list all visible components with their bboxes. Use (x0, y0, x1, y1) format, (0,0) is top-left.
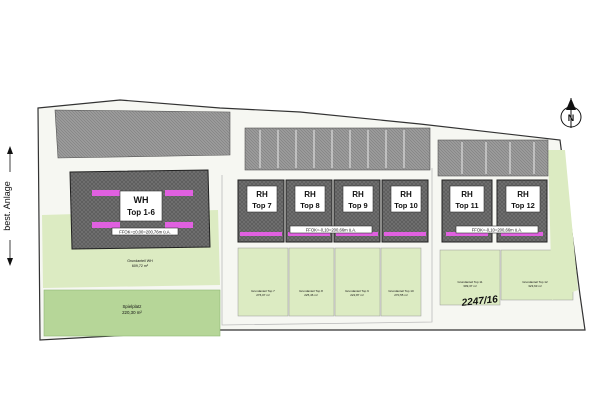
garden-top-11 (439, 249, 501, 306)
rh-top-7-line2: Top 7 (252, 201, 271, 210)
garden-top-9 (334, 247, 381, 317)
access-road (221, 168, 433, 326)
wh-label-line1: WH (134, 195, 149, 205)
garden-11-size: 309,37 m² (463, 284, 477, 288)
garden-top-7 (237, 247, 289, 317)
rh-top-9-line1: RH (352, 190, 364, 199)
garden-11-name: Grundanteil Top 11 (457, 280, 482, 284)
play-area-size: 220,30 m² (122, 310, 142, 315)
garden-9-name: Grundanteil Top 9 (345, 289, 369, 293)
north-arrow-icon (560, 98, 582, 128)
wh-windows (92, 190, 193, 228)
wh-label-line2: Top 1-6 (127, 208, 155, 217)
rh-top-7-line1: RH (256, 190, 268, 199)
carports-rh (244, 127, 431, 171)
rh-top-9-line2: Top 9 (348, 201, 367, 210)
garden-top-8 (288, 247, 335, 317)
rh1-windows (240, 232, 426, 236)
garden-12-name: Grundanteil Top 12 (522, 280, 548, 284)
garden-12-size: 323,63 m² (528, 284, 542, 288)
rh-top-8-line1: RH (304, 190, 316, 199)
side-label: best. Anlage (2, 181, 12, 231)
garden-10-name: Grundanteil Top 10 (388, 289, 414, 293)
rh-group1-ffok: FFOK=-0,10=200,66m ü.A. (306, 228, 357, 233)
rh-top-8-line2: Top 8 (300, 201, 319, 210)
parking-north (54, 109, 231, 159)
rh-top-10-line2: Top 10 (394, 201, 418, 210)
rh-top-12-line1: RH (517, 190, 529, 199)
wh-garden-size: 609,72 m² (132, 264, 149, 268)
parcel-number: 2247/16 (460, 294, 499, 309)
north-letter: N (568, 113, 575, 123)
name-plates (111, 185, 541, 236)
rh-top-12-line2: Top 12 (511, 201, 535, 210)
lawn-east (548, 150, 578, 300)
garden-7-size: 276,07 m² (256, 293, 270, 297)
carports-east (437, 139, 549, 177)
parking-dividers (259, 130, 535, 174)
wh-garden-name: Grundanteil WH (127, 259, 153, 263)
garden-top-10 (380, 247, 422, 317)
garden-8-name: Grundanteil Top 8 (299, 289, 323, 293)
rh-top-10-line1: RH (400, 190, 412, 199)
play-area-name: Spielplatz (122, 304, 141, 309)
rh-top-11-line1: RH (461, 190, 473, 199)
play-area (43, 289, 221, 337)
garden-10-size: 270,55 m² (394, 293, 408, 297)
rh-top-11-line2: Top 11 (455, 201, 478, 210)
rh2-windows (446, 232, 543, 236)
garden-7-name: Grundanteil Top 7 (251, 289, 275, 293)
wh-ffok: FFOK=±0,00=200,76m ü.A. (119, 230, 170, 235)
rh-group2-ffok: FFOK=-0,10=200,66m ü.A. (472, 228, 523, 233)
garden-8-size: 225,46 m² (304, 293, 318, 297)
garden-9-size: 222,87 m² (350, 293, 364, 297)
